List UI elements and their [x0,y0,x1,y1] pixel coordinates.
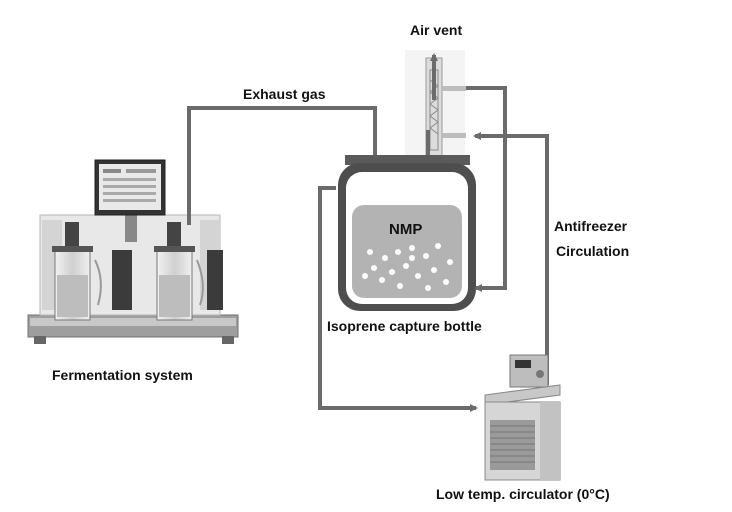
low-temp-circulator-label: Low temp. circulator (0°C) [436,486,610,502]
antifreezer-supply-line [473,132,549,385]
low-temp-circulator [484,354,561,481]
bottle-to-circulator-line [318,186,478,412]
fermentation-system-label: Fermentation system [52,367,193,383]
bubbles [362,243,453,291]
fermenter-vessel-2 [154,222,195,321]
capture-bottle [338,155,476,311]
antifreezer-label: Antifreezer [554,218,628,234]
air-vent-label: Air vent [410,22,463,38]
capture-bottle-label: Isoprene capture bottle [327,318,482,334]
fermentation-system [27,159,239,344]
monitor-icon [94,159,166,216]
circulation-label: Circulation [556,243,630,259]
antifreezer-return-line [466,86,507,292]
exhaust-gas-label: Exhaust gas [243,86,326,102]
fermenter-vessel-1 [52,222,93,321]
nmp-liquid [352,205,462,298]
nmp-label: NMP [389,221,423,238]
